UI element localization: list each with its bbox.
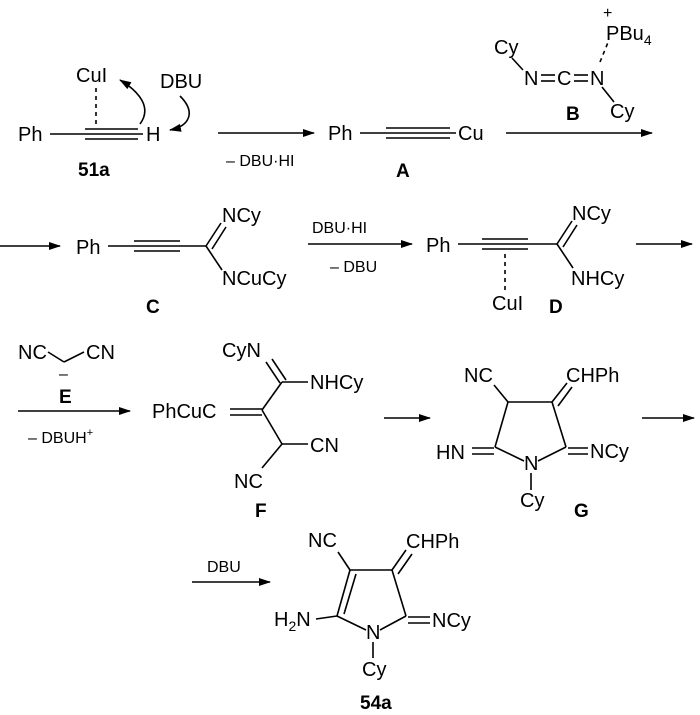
ph-label: Ph	[328, 123, 352, 145]
ncy-label: NCy	[572, 203, 611, 225]
compound-label-G: G	[574, 501, 589, 522]
arrow-2: Cy N C N + PBu4 Cy B	[494, 5, 653, 137]
curved-arrow-from-dbu	[169, 95, 190, 132]
ph-label: Ph	[18, 124, 42, 146]
compound-label-C: C	[146, 297, 160, 318]
reagent-E: NC CN – E	[18, 342, 115, 408]
phcuc-label: PhCuC	[152, 401, 216, 423]
cyn-label: CyN	[222, 340, 261, 362]
compound-label-D: D	[549, 297, 563, 318]
cy-label: Cy	[362, 659, 386, 681]
n-label: N	[366, 622, 380, 644]
arrow-1-below-text: – DBU·HI	[226, 153, 294, 170]
arrow-3-below-text: – DBU	[330, 259, 377, 276]
n-label: N	[524, 68, 538, 90]
h2n-label: H2N	[274, 609, 311, 634]
n-label: N	[590, 68, 604, 90]
cui-label: CuI	[492, 293, 523, 315]
n-label: N	[524, 453, 538, 475]
minus-sign: –	[59, 366, 68, 383]
reagent-B: Cy N C N + PBu4 Cy B	[494, 5, 652, 125]
compound-D: Ph CuI NCy NHCy D	[426, 203, 624, 318]
nc-label: NC	[18, 342, 47, 364]
ncucy-label: NCuCy	[222, 268, 286, 290]
c-label: C	[557, 68, 571, 90]
arrow-1: – DBU·HI	[218, 129, 315, 170]
reagent-label-E: E	[59, 387, 72, 408]
chph-label: CHPh	[566, 365, 619, 387]
cn-label: CN	[86, 342, 115, 364]
chph-label: CHPh	[406, 531, 459, 553]
compound-F: CyN NHCy PhCuC CN NC F	[152, 340, 363, 522]
arrow-4: – DBUH+	[18, 407, 131, 447]
nc-label: NC	[234, 471, 263, 493]
nhcy-label: NHCy	[571, 268, 624, 290]
compound-G: NC CHPh HN N NCy Cy G	[436, 365, 629, 522]
arrow-3-above-text: DBU·HI	[312, 220, 367, 237]
h-label: H	[146, 124, 160, 146]
pbu4-label: PBu4	[606, 23, 652, 48]
arrow-4-below-text: – DBUH+	[28, 427, 93, 447]
arrow-5-above-text: DBU	[207, 559, 241, 576]
reagent-label-B: B	[566, 104, 580, 125]
compound-label-54a: 54a	[360, 693, 392, 714]
cy-label: Cy	[520, 490, 544, 512]
ph-label: Ph	[76, 237, 100, 259]
nc-label: NC	[464, 365, 493, 387]
hn-label: HN	[436, 442, 465, 464]
compound-C: Ph NCy NCuCy C	[76, 205, 286, 318]
compound-54a: NC CHPh H2N N NCy Cy 54a	[274, 530, 471, 714]
cu-label: Cu	[458, 123, 484, 145]
ncy-label: NCy	[222, 205, 261, 227]
compound-51a: Ph H CuI DBU 51a	[18, 65, 202, 181]
arrow-3: DBU·HI – DBU	[308, 220, 413, 276]
dbu-label: DBU	[160, 71, 202, 93]
cy-label: Cy	[610, 101, 634, 123]
cy-label: Cy	[494, 37, 518, 59]
compound-label-51a: 51a	[78, 160, 110, 181]
coordination-bond	[599, 39, 610, 63]
compound-A: Ph Cu A	[328, 123, 484, 182]
nc-label: NC	[308, 530, 337, 552]
ph-label: Ph	[426, 235, 450, 257]
nhcy-label: NHCy	[310, 372, 363, 394]
compound-label-F: F	[255, 501, 267, 522]
ncy-label: NCy	[590, 441, 629, 463]
curved-arrow-to-cui	[119, 79, 146, 125]
ncy-label: NCy	[432, 610, 471, 632]
compound-label-A: A	[396, 161, 410, 182]
cui-label: CuI	[76, 65, 107, 87]
arrow-5: DBU	[192, 559, 271, 586]
plus-sign: +	[603, 5, 612, 22]
cn-label: CN	[310, 435, 339, 457]
